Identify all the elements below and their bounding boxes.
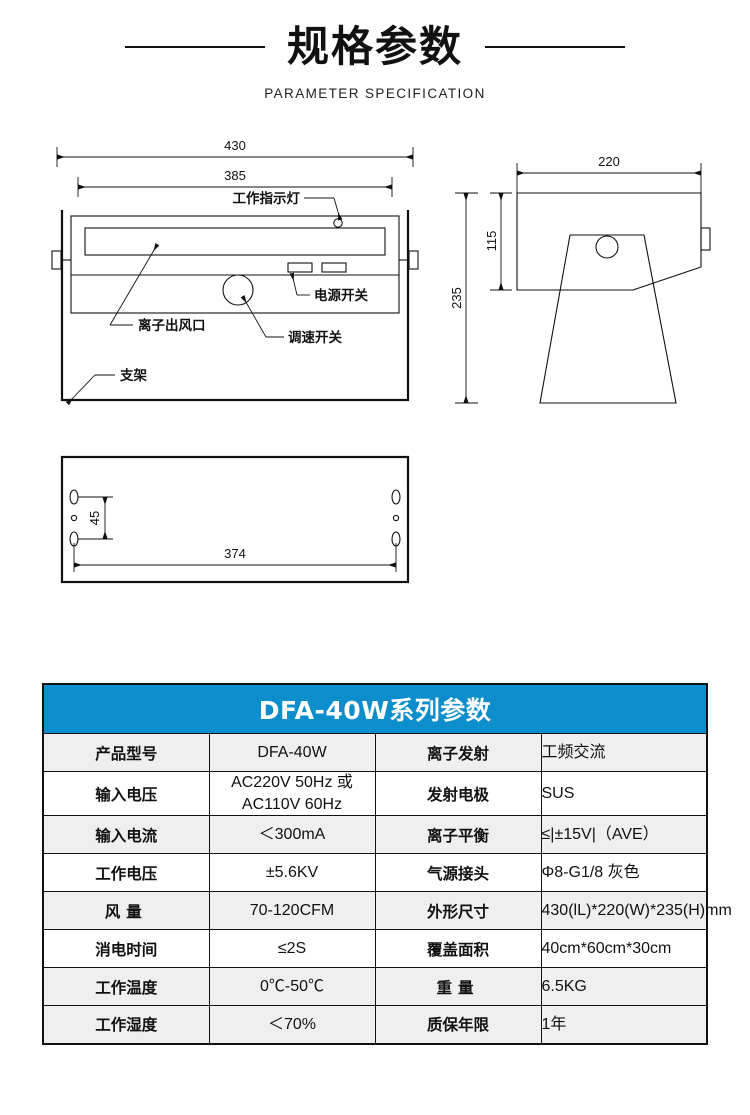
spec-cell-key_right: 离子发射	[374, 733, 542, 772]
spec-cell-value_left: ＜70%	[208, 1005, 376, 1045]
spec-cell-key_right: 质保年限	[374, 1005, 542, 1045]
side-view: 220 115 235	[449, 154, 711, 404]
dimension-220: 220	[516, 154, 702, 193]
dimension-235: 235	[449, 192, 478, 404]
spec-cell-key_right: 重量	[374, 967, 542, 1007]
dimension-label-374: 374	[224, 546, 246, 561]
spec-cell-value_right: SUS	[540, 770, 708, 817]
spec-cell-value_left: DFA-40W	[208, 733, 376, 772]
hinge-right	[399, 250, 419, 270]
spec-table-header-row: DFA-40W系列参数	[42, 683, 708, 734]
callout-ion-air-outlet: 离子出风口	[109, 243, 206, 334]
spec-cell-value_right: 430(lL)*220(W)*235(H)mm	[540, 891, 732, 931]
spec-cell-key_right: 发射电极	[374, 770, 542, 817]
spec-cell-value_left: 70-120CFM	[208, 891, 376, 931]
callout-label-bracket: 支架	[119, 367, 147, 384]
spec-cell-key_left: 工作电压	[42, 853, 210, 893]
spec-cell-value_right: 工频交流	[540, 733, 708, 772]
dimension-label-45: 45	[87, 511, 102, 525]
front-view: 430 385	[51, 138, 419, 406]
spec-cell-value_left: ±5.6KV	[208, 853, 376, 893]
dimension-label-115: 115	[484, 231, 499, 252]
callout-bracket: 支架	[65, 367, 147, 406]
mounting-hole-right-mid	[392, 514, 400, 522]
dimension-45: 45	[78, 496, 113, 540]
dimension-374: 374	[73, 543, 397, 572]
page-subtitle: PARAMETER SPECIFICATION	[264, 86, 486, 101]
dimension-label-220: 220	[598, 154, 620, 169]
side-view-body	[516, 192, 711, 291]
header-rule-left	[124, 46, 265, 48]
callout-label-work-indicator-light: 工作指示灯	[233, 190, 301, 207]
spec-cell-key_left: 输入电压	[42, 770, 210, 817]
side-view-stand	[539, 234, 677, 404]
spec-cell-key_right: 覆盖面积	[374, 929, 542, 969]
power-switch-button-2	[321, 262, 347, 273]
spec-cell-value_left: 0℃-50℃	[208, 967, 376, 1007]
ion-outlet-slot	[84, 227, 386, 256]
spec-cell-value_left: ≤2S	[208, 929, 376, 969]
spec-cell-key_left: 产品型号	[42, 733, 210, 772]
callout-label-power-switch: 电源开关	[314, 287, 368, 304]
power-switch-button-1	[287, 262, 313, 273]
technical-drawings: 430 385	[0, 125, 750, 635]
spec-cell-value_right: 1年	[540, 1005, 708, 1045]
header-title-row: 规格参数	[0, 26, 750, 68]
spec-cell-value_left: ＜300mA	[208, 815, 376, 855]
spec-cell-key_right: 外形尺寸	[374, 891, 542, 931]
dimension-430: 430	[56, 138, 414, 167]
spec-cell-value_right: 40cm*60cm*30cm	[540, 929, 708, 969]
callout-power-switch: 电源开关	[289, 272, 368, 304]
spec-cell-key_right: 气源接头	[374, 853, 542, 893]
front-view-bracket	[60, 210, 410, 402]
header-rule-right	[485, 46, 625, 48]
stand-pivot-knob	[595, 235, 619, 259]
spec-table-title: DFA-40W系列参数	[42, 683, 708, 734]
bottom-view: 45 374	[60, 455, 410, 584]
page-header: 规格参数 PARAMETER SPECIFICATION	[0, 0, 750, 120]
dimension-label-430: 430	[224, 138, 246, 153]
spec-cell-value_right: ≤|±15V|（AVE）	[540, 815, 708, 855]
indicator-lamp	[333, 218, 343, 228]
side-mounting-tab	[700, 227, 711, 251]
spec-cell-key_right: 离子平衡	[374, 815, 542, 855]
speed-knob	[222, 274, 254, 306]
callout-label-ion-air-outlet: 离子出风口	[138, 317, 206, 334]
mounting-slot-right-top	[391, 489, 401, 505]
callout-work-indicator-light: 工作指示灯	[233, 190, 343, 221]
dimension-115: 115	[484, 192, 512, 291]
callout-speed-switch: 调速开关	[240, 295, 342, 346]
dimension-385: 385	[77, 168, 393, 197]
spec-cell-key_left: 工作温度	[42, 967, 210, 1007]
spec-cell-value_right: 6.5KG	[540, 967, 708, 1007]
callout-label-speed-switch: 调速开关	[288, 329, 342, 346]
hinge-left	[51, 250, 71, 270]
bottom-view-outline	[60, 455, 410, 584]
spec-cell-key_left: 输入电流	[42, 815, 210, 855]
spec-cell-key_left: 风量	[42, 891, 210, 931]
spec-cell-key_left: 消电时间	[42, 929, 210, 969]
mounting-slot-left-top	[69, 489, 79, 505]
dimension-label-385: 385	[224, 168, 246, 183]
page-title: 规格参数	[286, 22, 463, 71]
mounting-hole-left-mid	[70, 514, 78, 522]
spec-cell-value_right: Φ8-G1/8 灰色	[540, 853, 708, 893]
dimension-label-235: 235	[449, 287, 464, 309]
spec-cell-key_left: 工作湿度	[42, 1005, 210, 1045]
